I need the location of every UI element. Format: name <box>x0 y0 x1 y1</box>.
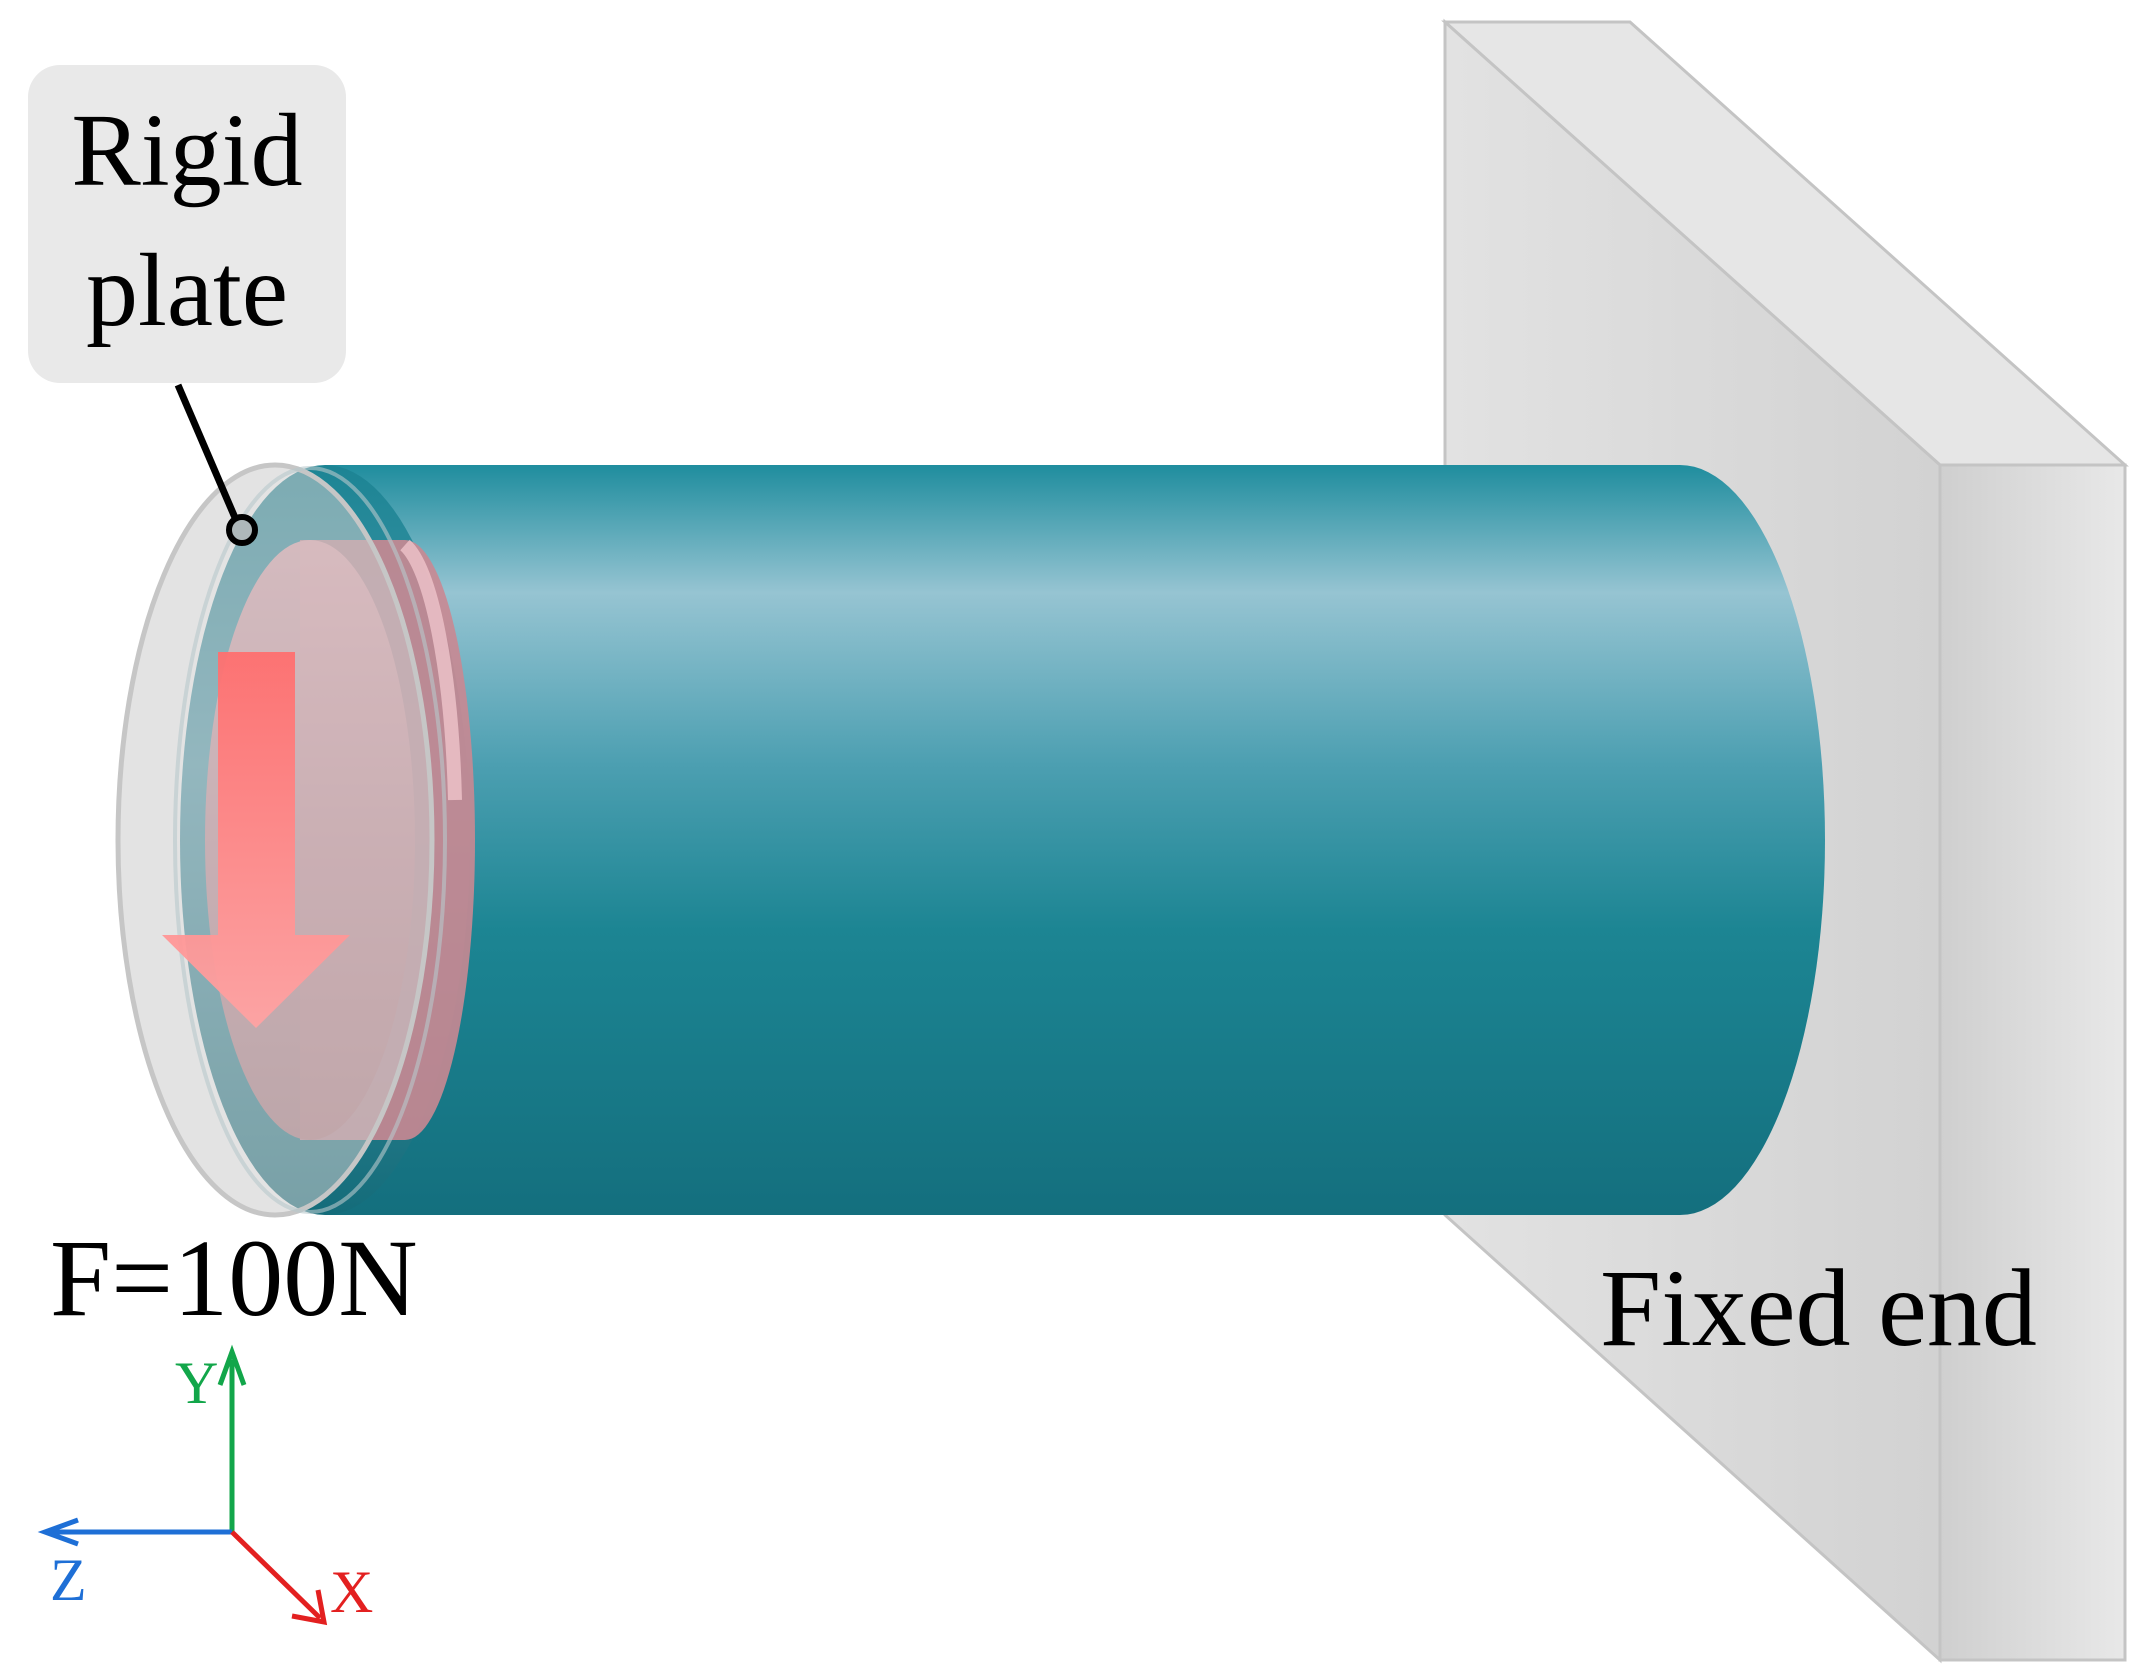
wall-side-face <box>1938 463 2127 1662</box>
coordinate-axes: Y Z X <box>37 1344 373 1626</box>
axis-x-arrowhead <box>291 1589 328 1626</box>
axis-x-line <box>230 1530 322 1620</box>
axis-y-arrowhead <box>217 1344 247 1386</box>
callout-text-line1: Rigid <box>71 93 302 208</box>
axis-x-label: X <box>330 1559 373 1625</box>
callout-leader-dot <box>226 514 258 546</box>
force-arrow <box>162 652 350 1028</box>
rigid-plate-callout: Rigid plate <box>28 65 346 546</box>
fixed-end-label: Fixed end <box>1600 1247 2037 1369</box>
axis-y-label: Y <box>175 1350 218 1416</box>
force-label: F=100N <box>50 1217 418 1339</box>
callout-box <box>28 65 346 383</box>
rigid-plate-inner-edge <box>173 466 447 1214</box>
cylinder-body <box>325 465 1825 1215</box>
callout-text-line2: plate <box>86 233 288 348</box>
axis-z-label: Z <box>50 1547 87 1613</box>
load-face-highlight <box>400 539 462 801</box>
force-arrow-shape <box>162 652 350 1028</box>
axis-z-arrowhead <box>37 1517 79 1547</box>
callout-leader-line <box>174 383 240 522</box>
